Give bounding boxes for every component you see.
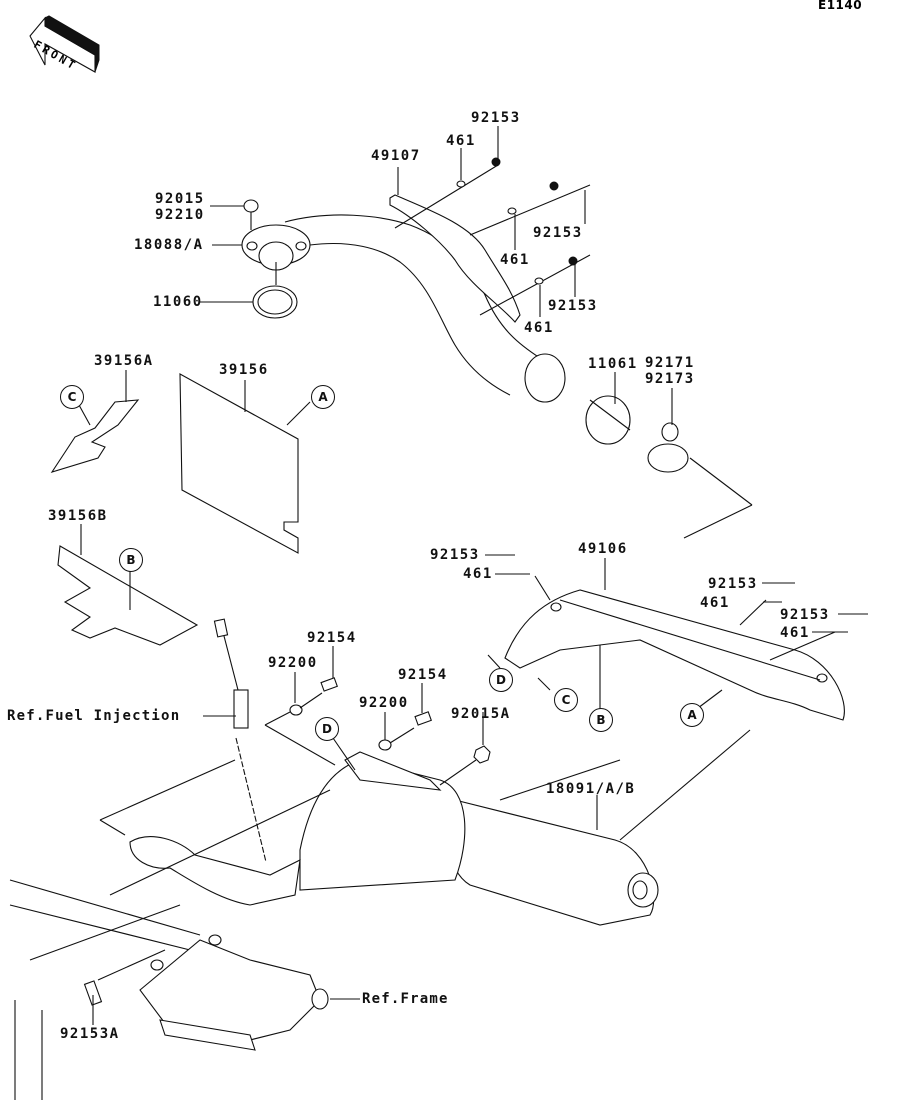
front-arrow-icon (29, 15, 100, 73)
part-label-92200: 92200 (268, 655, 318, 671)
part-label-18088-a: 18088/A (134, 237, 204, 253)
frame (9, 789, 331, 1100)
insulator-39156 (179, 373, 299, 554)
part-label-49106: 49106 (578, 541, 628, 557)
part-label-49107: 49107 (371, 148, 421, 164)
part-label-461: 461 (500, 252, 530, 268)
callout-d: D (315, 717, 339, 741)
part-label-39156: 39156 (219, 362, 269, 378)
oxygen-sensor (213, 618, 249, 729)
part-label-92153: 92153 (471, 110, 521, 126)
leader-lines (78, 126, 868, 1025)
part-label-92154: 92154 (398, 667, 448, 683)
part-label-39156b: 39156B (48, 508, 108, 524)
part-label-92153: 92153 (533, 225, 583, 241)
part-label-461: 461 (446, 133, 476, 149)
part-label-92153: 92153 (708, 576, 758, 592)
callout-d: D (489, 668, 513, 692)
diagram-code: E1140 (818, 0, 863, 12)
part-label-11061: 11061 (588, 356, 638, 372)
gasket-11060 (252, 285, 298, 319)
part-label-461: 461 (700, 595, 730, 611)
part-label-92015a: 92015A (451, 706, 511, 722)
part-label-92153: 92153 (780, 607, 830, 623)
part-label-461: 461 (463, 566, 493, 582)
lower-pipe (99, 737, 301, 906)
part-label-92153a: 92153A (60, 1026, 120, 1042)
ref-fuel-injection-label: Ref.Fuel Injection (7, 708, 181, 724)
heat-guard-49107 (389, 157, 591, 323)
sleeve-11061 (585, 395, 631, 445)
part-label-11060: 11060 (153, 294, 203, 310)
part-label-92173: 92173 (645, 371, 695, 387)
part-label-18091-a-b: 18091/A/B (546, 781, 636, 797)
callout-a: A (680, 703, 704, 727)
insulator-39156A (50, 399, 140, 473)
connector (524, 353, 753, 539)
insulator-39156B (57, 545, 199, 646)
part-label-92015: 92015 (155, 191, 205, 207)
callout-b: B (119, 548, 143, 572)
part-label-92171: 92171 (645, 355, 695, 371)
part-label-461: 461 (524, 320, 554, 336)
nut-92015 (243, 199, 259, 213)
clamp (647, 443, 689, 473)
ref-frame-label: Ref.Frame (362, 991, 449, 1007)
part-label-92153: 92153 (430, 547, 480, 563)
part-label-39156a: 39156A (94, 353, 154, 369)
part-label-461: 461 (780, 625, 810, 641)
callout-a: A (311, 385, 335, 409)
part-label-92200: 92200 (359, 695, 409, 711)
callout-c: C (60, 385, 84, 409)
part-label-92153: 92153 (548, 298, 598, 314)
muffler-cover-49106 (504, 575, 845, 721)
callout-c: C (554, 688, 578, 712)
part-label-92154: 92154 (307, 630, 357, 646)
header-pipe (241, 199, 541, 396)
part-label-92210: 92210 (155, 207, 205, 223)
muffler-18091 (299, 729, 751, 926)
bolts-92154 (264, 677, 491, 791)
callout-b: B (589, 708, 613, 732)
